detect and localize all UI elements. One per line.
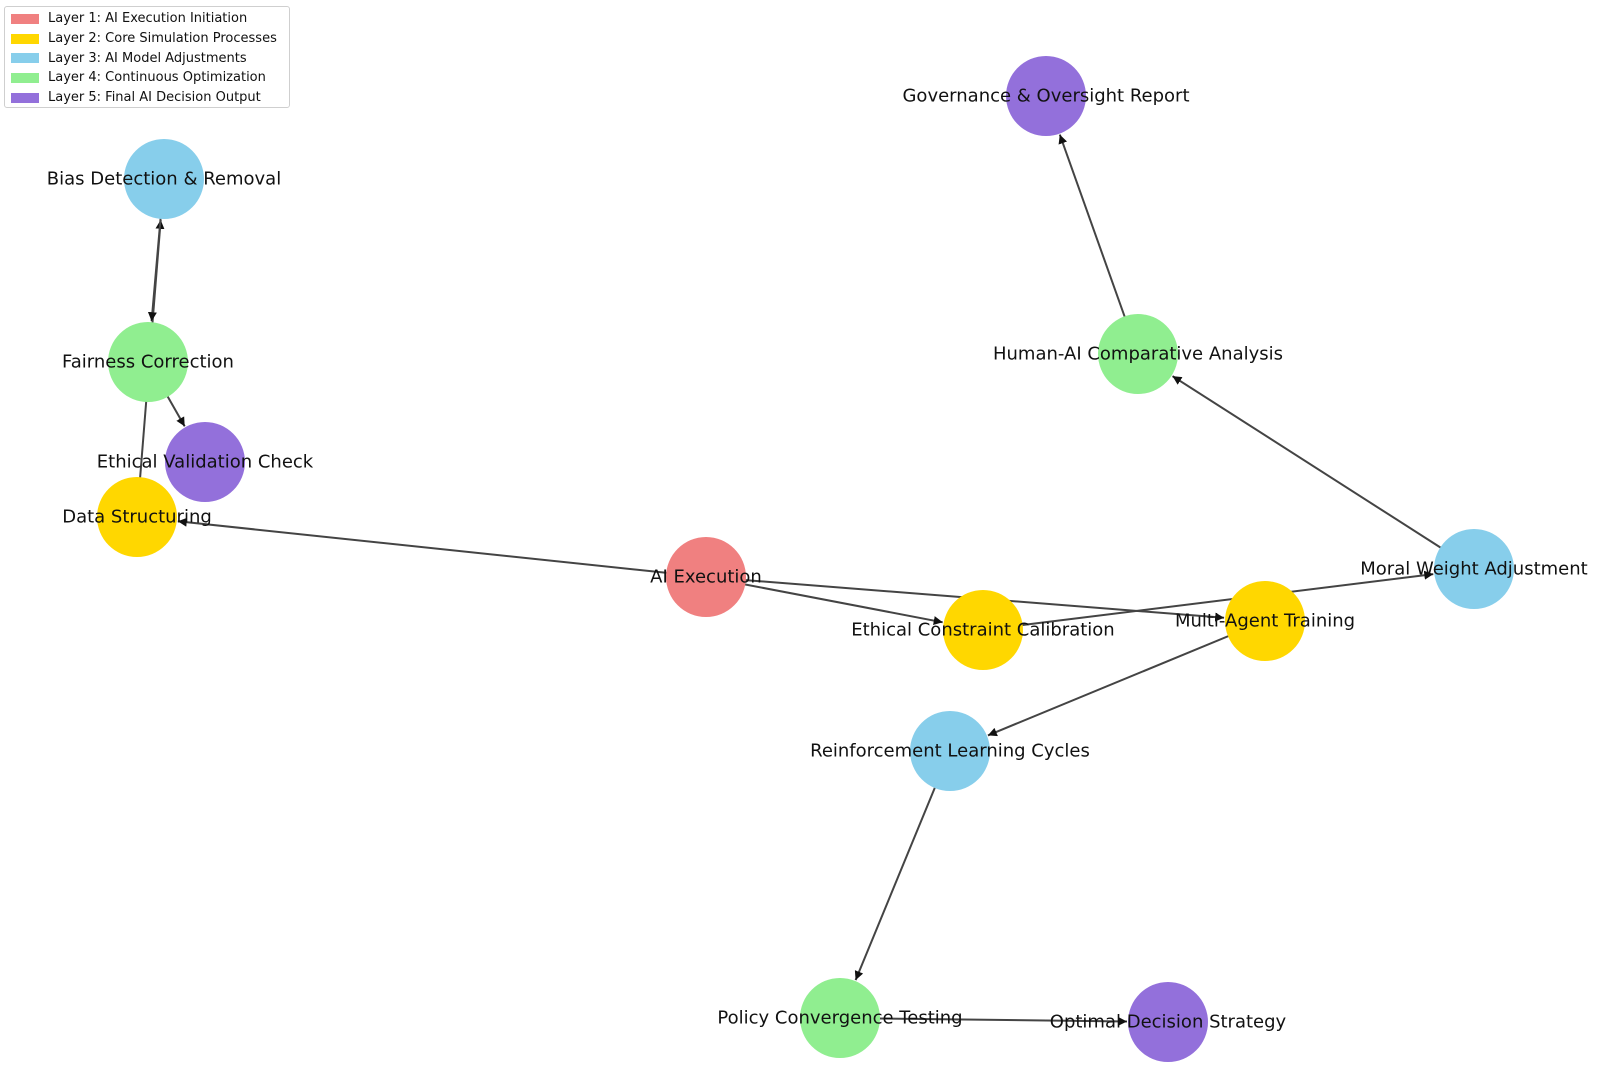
node-label-fc: Fairness Correction [62, 352, 234, 373]
legend-item-layer-1: Layer 1: AI Execution Initiation [11, 9, 289, 29]
edges [139, 134, 1443, 1026]
legend: Layer 1: AI Execution Initiation Layer 2… [4, 6, 290, 108]
node-fc [108, 322, 188, 402]
node-label-gor: Governance & Oversight Report [902, 86, 1189, 107]
node-label-mat: Multi-Agent Training [1175, 611, 1355, 632]
node-label-ai: AI Execution [650, 567, 762, 588]
edge-mwa-to-hai [1171, 375, 1443, 550]
node-ds [97, 477, 177, 557]
legend-swatch-layer-2 [11, 33, 39, 44]
legend-swatch-layer-5 [11, 92, 39, 103]
node-ai [666, 537, 746, 617]
node-label-evc: Ethical Validation Check [97, 452, 314, 473]
legend-item-layer-5: Layer 5: Final AI Decision Output [11, 88, 289, 108]
edge-rlc-to-pct [854, 785, 937, 981]
node-bdr [124, 139, 204, 219]
edge-ecc-to-mwa [1020, 570, 1434, 627]
node-label-ds: Data Structuring [62, 507, 212, 528]
node-label-ecc: Ethical Constraint Calibration [851, 620, 1114, 641]
legend-label-layer-3: Layer 3: AI Model Adjustments [48, 50, 247, 66]
legend-swatch-layer-3 [11, 53, 39, 64]
edge-fc-to-evc [165, 394, 186, 427]
node-hai [1098, 314, 1178, 394]
node-label-ods: Optimal Decision Strategy [1050, 1012, 1287, 1033]
node-rlc [910, 711, 990, 791]
legend-label-layer-4: Layer 4: Continuous Optimization [48, 70, 266, 86]
edge-ai-to-ds [177, 517, 669, 574]
node-gor [1006, 56, 1086, 136]
node-ecc [943, 590, 1023, 670]
node-ods [1128, 982, 1208, 1062]
node-label-hai: Human-AI Comparative Analysis [993, 344, 1283, 365]
edge-ai-to-ecc [743, 583, 943, 626]
node-pct [800, 978, 880, 1058]
legend-item-layer-2: Layer 2: Core Simulation Processes [11, 29, 289, 49]
legend-label-layer-5: Layer 5: Final AI Decision Output [48, 90, 261, 106]
edge-hai-to-gor [1058, 134, 1127, 319]
node-evc [165, 422, 245, 502]
node-label-bdr: Bias Detection & Removal [47, 169, 281, 190]
legend-swatch-layer-4 [11, 72, 39, 83]
node-label-pct: Policy Convergence Testing [717, 1008, 962, 1029]
edge-bdr-to-fc [147, 216, 162, 322]
node-mwa [1434, 529, 1514, 609]
node-label-mwa: Moral Weight Adjustment [1360, 559, 1587, 580]
edge-pct-to-ods [877, 1016, 1128, 1026]
nodes [97, 56, 1514, 1062]
node-mat [1225, 581, 1305, 661]
legend-label-layer-1: Layer 1: AI Execution Initiation [48, 11, 248, 27]
legend-item-layer-3: Layer 3: AI Model Adjustments [11, 48, 289, 68]
legend-item-layer-4: Layer 4: Continuous Optimization [11, 68, 289, 88]
legend-label-layer-2: Layer 2: Core Simulation Processes [48, 31, 277, 47]
node-label-rlc: Reinforcement Learning Cycles [810, 741, 1090, 762]
legend-swatch-layer-1 [11, 13, 39, 24]
edge-mat-to-rlc [987, 634, 1231, 737]
